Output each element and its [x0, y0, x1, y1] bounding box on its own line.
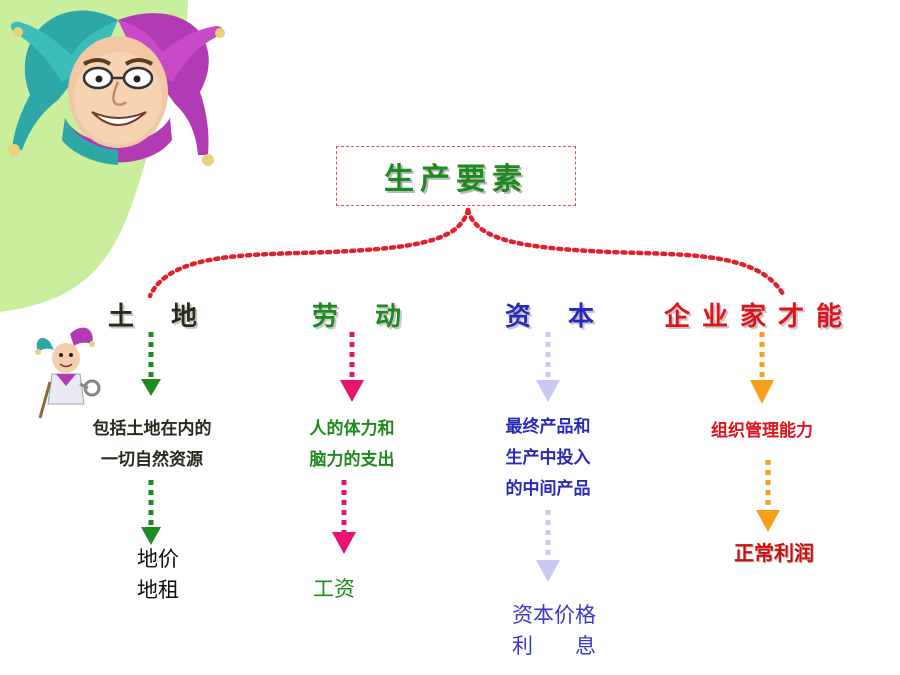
arrow-labor-1: [340, 332, 364, 402]
desc-line: 最终产品和: [505, 417, 591, 437]
factor-land: 土 地: [108, 302, 212, 332]
arrow-labor-2: [332, 480, 356, 554]
desc-line: 的中间产品: [505, 479, 591, 499]
result-line: 利 息: [512, 634, 596, 658]
desc-line: 一切自然资源: [101, 450, 203, 470]
factor-entrepreneur: 企业家才能: [664, 302, 855, 332]
jester-head-icon: [8, 10, 225, 166]
result-entrepreneur: 正常利润: [700, 538, 848, 569]
arrow-capital-1: [536, 332, 560, 402]
arrow-entrepreneur-2: [756, 460, 780, 532]
factor-labor: 劳 动: [312, 302, 416, 332]
result-line: 资本价格: [512, 603, 596, 627]
desc-line: 脑力的支出: [309, 450, 395, 470]
desc-line: 组织管理能力: [711, 421, 813, 441]
desc-line: 生产中投入: [505, 448, 591, 468]
desc-line: 人的体力和: [309, 419, 395, 439]
factor-capital: 资 本: [505, 302, 609, 332]
result-line: 正常利润: [734, 541, 814, 565]
desc-line: 包括土地在内的: [92, 419, 212, 439]
arrow-capital-2: [536, 510, 560, 582]
arrow-entrepreneur-1: [750, 332, 774, 404]
result-line: 地价: [137, 547, 179, 571]
diagram-title: 生产要素: [384, 162, 528, 197]
desc-labor: 人的体力和 脑力的支出: [262, 414, 442, 476]
result-line: 工资: [313, 577, 355, 601]
result-land: 地价 地租: [100, 544, 216, 606]
desc-capital: 最终产品和 生产中投入 的中间产品: [460, 412, 636, 505]
result-labor: 工资: [282, 574, 386, 605]
result-line: 地租: [137, 578, 179, 602]
arrow-land-2: [141, 480, 161, 545]
arrow-land-1: [141, 332, 161, 396]
desc-entrepreneur: 组织管理能力: [664, 416, 860, 447]
title-box: 生产要素: [336, 146, 576, 206]
desc-land: 包括土地在内的 一切自然资源: [42, 414, 262, 476]
jester-mascot-icon: [35, 327, 101, 419]
result-capital: 资本价格 利 息: [484, 600, 624, 662]
